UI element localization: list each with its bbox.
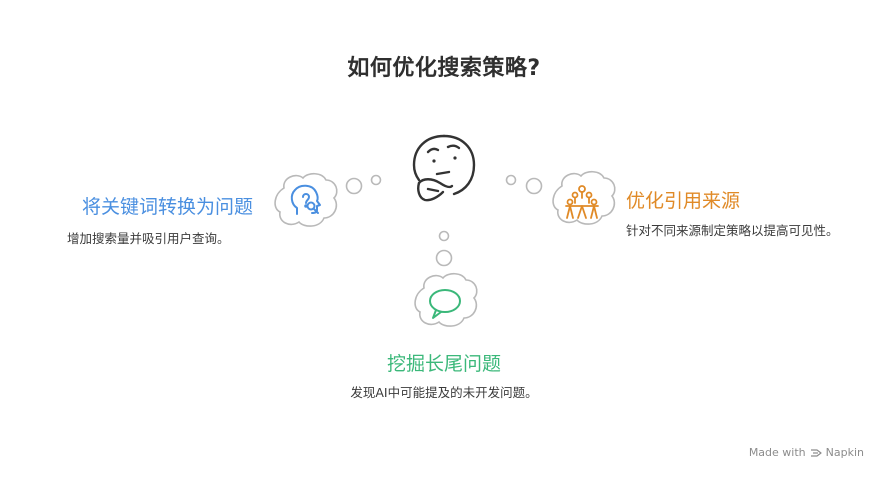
thought-bubble bbox=[345, 177, 363, 195]
thought-bubble bbox=[435, 249, 453, 267]
thought-bubbles-right bbox=[505, 174, 543, 195]
head-question-magnifier-icon bbox=[290, 184, 321, 215]
right-cloud bbox=[552, 170, 616, 225]
bottom-cloud bbox=[414, 272, 478, 327]
thought-bubbles-left bbox=[345, 174, 382, 195]
thought-bubble bbox=[505, 174, 517, 186]
left-cloud bbox=[274, 172, 338, 227]
thought-bubble bbox=[525, 177, 543, 195]
connected-people-icon bbox=[565, 185, 599, 219]
bottom-node-heading: 挖掘长尾问题 bbox=[386, 353, 501, 375]
left-node-heading: 将关键词转换为问题 bbox=[82, 196, 254, 218]
left-node-description: 增加搜索量并吸引用户查询。 bbox=[67, 231, 230, 246]
right-node-heading: 优化引用来源 bbox=[626, 190, 741, 212]
thinking-face-icon bbox=[412, 134, 476, 202]
napkin-logo-icon bbox=[810, 448, 822, 457]
bottom-node-description: 发现AI中可能提及的未开发问题。 bbox=[350, 385, 538, 400]
page-title: 如何优化搜索策略? bbox=[347, 56, 541, 81]
thought-bubbles-bottom bbox=[435, 230, 453, 267]
speech-bubble-icon bbox=[429, 289, 461, 319]
thought-bubble bbox=[438, 230, 450, 242]
made-with-label: Made with bbox=[748, 446, 806, 459]
thought-bubble bbox=[370, 174, 382, 186]
right-node-description: 针对不同来源制定策略以提高可见性。 bbox=[626, 223, 839, 238]
napkin-watermark[interactable]: Made with Napkin bbox=[749, 446, 864, 459]
napkin-brand-label: Napkin bbox=[825, 446, 864, 459]
